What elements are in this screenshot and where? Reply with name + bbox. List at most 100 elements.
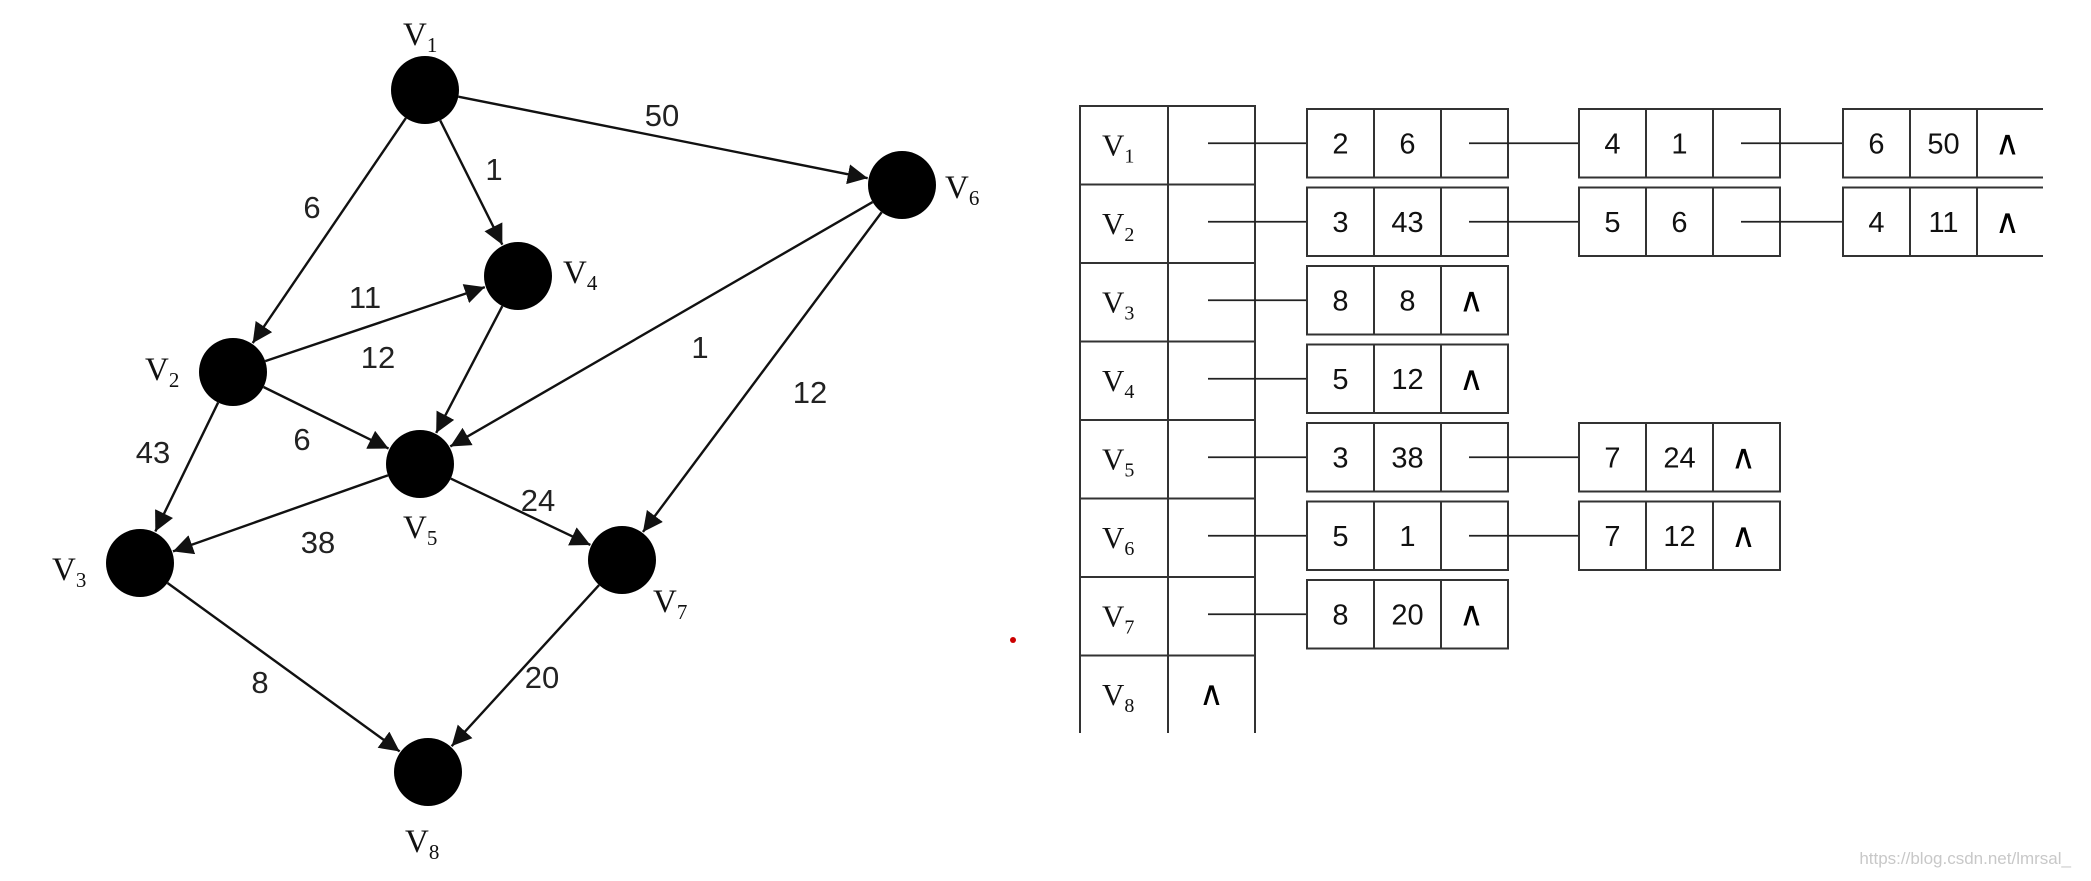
arc-weight-value: 12 [1663, 521, 1695, 553]
arc-weight-value: 8 [1399, 285, 1415, 317]
node-v4 [484, 242, 552, 310]
arc-weight-value: 38 [1391, 442, 1423, 474]
edge-weight-label: 24 [521, 483, 555, 518]
arc-weight-cell [1909, 108, 1978, 179]
arc-weight-value: 6 [1671, 207, 1687, 239]
edge-weight-label: 20 [525, 660, 559, 695]
vertex-label: V7 [1102, 598, 1134, 638]
edge-v6-v5 [449, 200, 874, 448]
first-arc-pointer-cell [1167, 105, 1256, 186]
red-dot [1010, 637, 1016, 643]
vertex-label: V3 [1102, 284, 1134, 324]
edge-v2-v4 [264, 284, 486, 363]
arc-adjvex-value: 6 [1868, 128, 1884, 160]
edge-v3-v8 [166, 581, 401, 753]
null-pointer-mark: ∧ [1995, 202, 2020, 242]
node-v6 [868, 151, 936, 219]
edge-weight-label: 6 [293, 422, 310, 457]
arc-next-cell [1440, 343, 1509, 414]
edge-weight-label: 6 [303, 190, 320, 225]
node-v8 [394, 738, 462, 806]
edge-weight-label: 12 [361, 340, 395, 375]
arc-next-cell [1712, 500, 1781, 571]
null-pointer-mark: ∧ [1995, 123, 2020, 163]
arc-next-cell [1977, 108, 2043, 179]
arc-next-cell [1977, 186, 2043, 257]
arc-weight-value: 43 [1391, 207, 1423, 239]
edge-v5-v7 [450, 477, 591, 547]
first-arc-pointer-cell [1167, 576, 1256, 657]
arc-adjvex-value: 4 [1604, 128, 1620, 160]
null-pointer-mark: ∧ [1199, 674, 1224, 714]
arc-adjvex-value: 5 [1332, 521, 1348, 553]
vertex-label: V4 [1102, 363, 1134, 403]
watermark: https://blog.csdn.net/lmrsal_ [1859, 849, 2071, 868]
edge-v2-v5 [262, 385, 390, 450]
edge-v1-v2 [251, 117, 407, 344]
first-arc-pointer-cell [1167, 419, 1256, 500]
arc-adjvex-value: 8 [1332, 285, 1348, 317]
first-arc-pointer-cell [1167, 340, 1256, 421]
edge-v1-v4 [439, 119, 504, 246]
node-v2 [199, 338, 267, 406]
node-v5 [386, 430, 454, 498]
vertex-label: V8 [1102, 677, 1134, 717]
node-label: V3 [52, 552, 86, 592]
arc-adjvex-value: 7 [1604, 442, 1620, 474]
null-pointer-mark: ∧ [1459, 594, 1484, 634]
edge-v4-v5 [435, 305, 504, 434]
null-pointer-mark: ∧ [1731, 516, 1756, 556]
arc-weight-value: 12 [1391, 364, 1423, 396]
arc-adjvex-value: 4 [1868, 207, 1884, 239]
edge-weight-label: 8 [251, 665, 268, 700]
vertex-label: V1 [1102, 127, 1134, 167]
arc-weight-cell [1909, 186, 1978, 257]
edge-weight-label: 12 [793, 375, 827, 410]
null-pointer-mark: ∧ [1731, 437, 1756, 477]
edge-v7-v8 [450, 584, 600, 747]
node-v1 [391, 56, 459, 124]
node-v3 [106, 529, 174, 597]
arc-adjvex-value: 8 [1332, 599, 1348, 631]
edge-weight-label: 1 [485, 152, 502, 187]
node-v7 [588, 526, 656, 594]
arc-weight-value: 1 [1399, 521, 1415, 553]
edge-v6-v7 [641, 211, 883, 533]
edge-weight-label: 1 [691, 330, 708, 365]
arc-weight-value: 1 [1671, 128, 1687, 160]
arc-adjvex-value: 2 [1332, 128, 1348, 160]
null-pointer-mark: ∧ [1459, 280, 1484, 320]
adjacency-list: V1 2 6 4 1 6 50 ∧ V2 3 43 5 6 4 11 ∧ V3 8 8 ∧ V4 5 12 ∧ V5 3 38 7 24… [1078, 105, 2043, 739]
arc-next-cell [1440, 265, 1509, 336]
arc-adjvex-value: 7 [1604, 521, 1620, 553]
node-label: V2 [145, 352, 179, 392]
arc-weight-value: 11 [1928, 207, 1958, 239]
edge-weight-label: 43 [136, 435, 170, 470]
node-label: V8 [405, 824, 439, 864]
arc-next-cell [1712, 422, 1781, 493]
arc-next-cell [1440, 579, 1509, 650]
vertex-label: V6 [1102, 520, 1134, 560]
edge-v2-v3 [154, 402, 220, 533]
first-arc-pointer-cell [1167, 262, 1256, 343]
arc-adjvex-value: 5 [1332, 364, 1348, 396]
arc-weight-value: 50 [1927, 128, 1959, 160]
edge-weight-label: 50 [645, 98, 679, 133]
node-label: V1 [403, 17, 437, 57]
vertex-label: V2 [1102, 206, 1134, 246]
node-label: V4 [563, 255, 598, 295]
edge-weight-label: 38 [301, 525, 335, 560]
arc-weight-value: 24 [1663, 442, 1695, 474]
node-label: V7 [653, 584, 687, 624]
edge-weight-label: 11 [349, 280, 381, 315]
node-label: V5 [403, 510, 437, 550]
edge-v5-v3 [172, 474, 389, 555]
arc-adjvex-value: 3 [1332, 442, 1348, 474]
arc-adjvex-value: 3 [1332, 207, 1348, 239]
arc-weight-value: 20 [1391, 599, 1423, 631]
arc-adjvex-value: 5 [1604, 207, 1620, 239]
vertex-label: V5 [1102, 441, 1134, 481]
arc-weight-value: 6 [1399, 128, 1415, 160]
